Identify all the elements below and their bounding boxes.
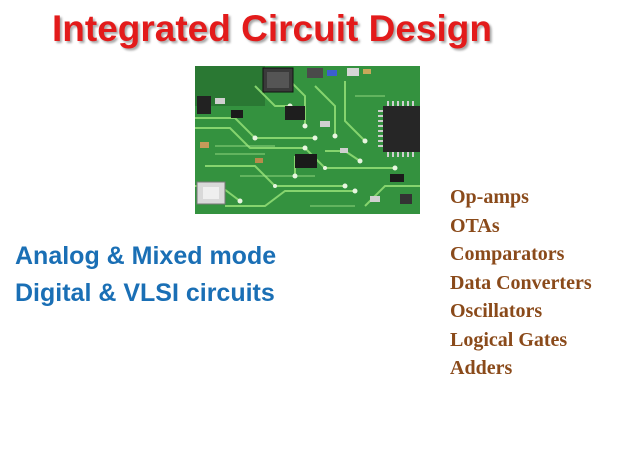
slide-title: Integrated Circuit Design	[52, 8, 492, 49]
circuit-board-image	[195, 66, 420, 214]
circuit-item: Adders	[450, 357, 513, 379]
circuit-item: Op-amps	[450, 186, 529, 208]
circuit-board-icon	[195, 66, 420, 214]
category-digital: Digital & VLSI circuits	[15, 279, 275, 307]
category-analog: Analog & Mixed mode	[15, 242, 277, 270]
circuit-item: Oscillators	[450, 300, 543, 322]
circuit-item: OTAs	[450, 214, 500, 237]
circuit-item: Logical Gates	[450, 328, 568, 351]
design-categories: Analog & Mixed mode Digital & VLSI circu…	[15, 238, 276, 312]
circuit-item: Data Converters	[450, 271, 592, 294]
circuit-types-list: Op-amps OTAs Comparators Data Converters…	[450, 183, 592, 383]
circuit-item: Comparators	[450, 243, 565, 265]
